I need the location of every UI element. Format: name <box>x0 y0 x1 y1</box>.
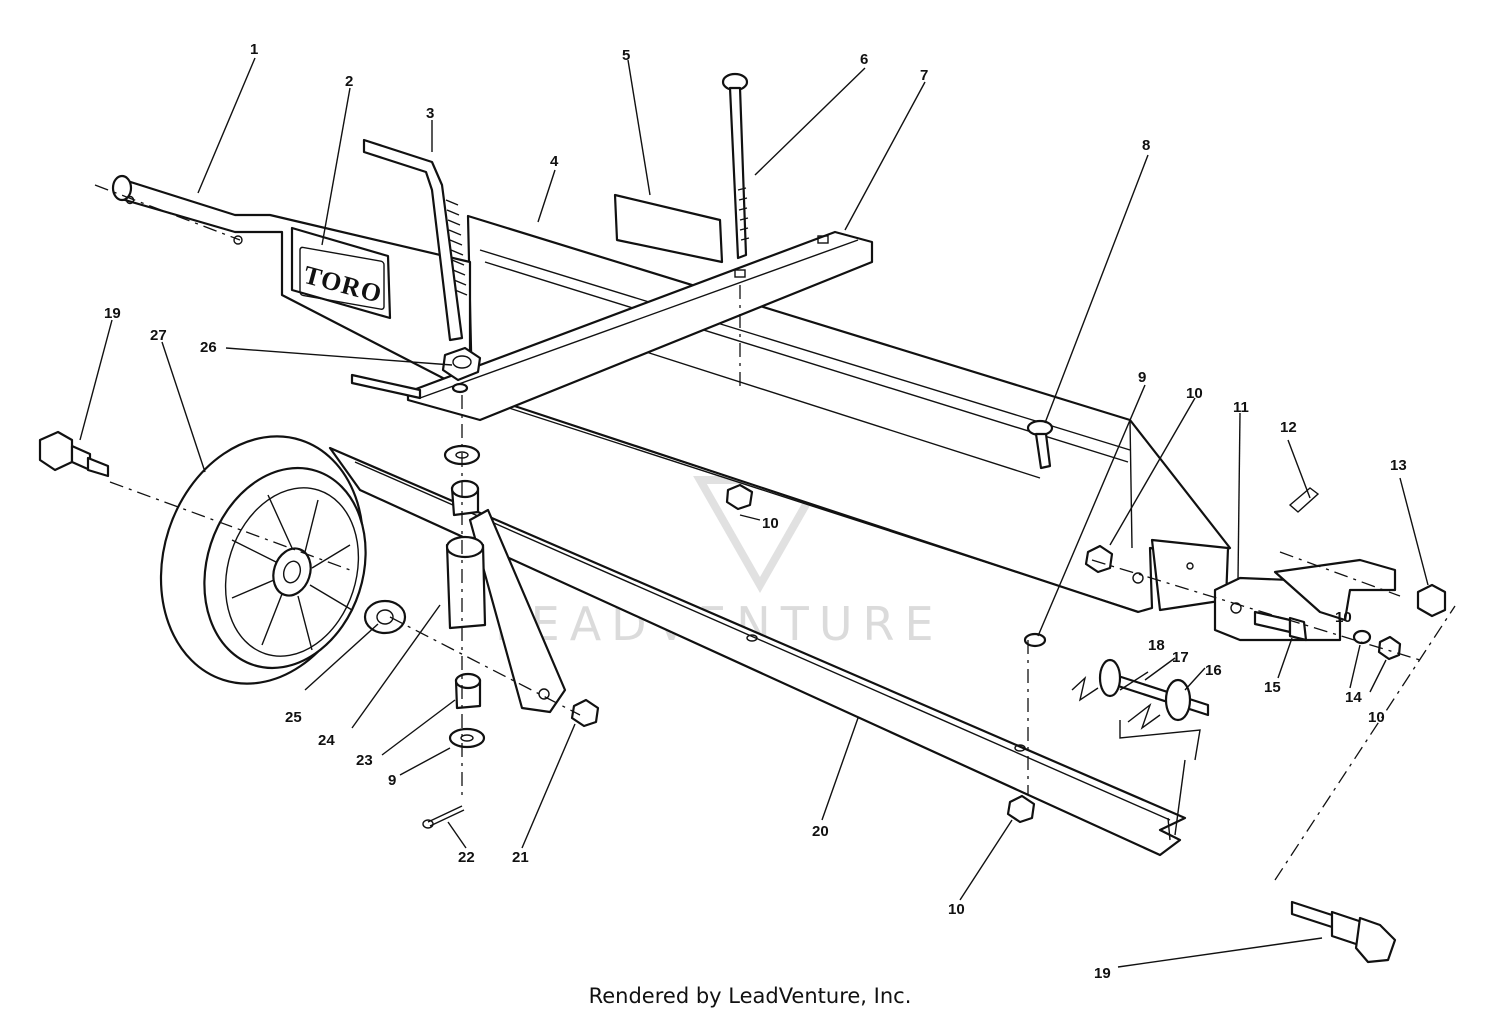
rod-and-springs <box>1098 658 1210 722</box>
leader-lines <box>79 57 1429 968</box>
stud-bolt <box>350 373 422 400</box>
callout: 7 <box>920 67 928 84</box>
wheel-bracket <box>468 508 567 714</box>
nut-10-bottom <box>1006 794 1036 824</box>
shield-plate <box>613 193 724 264</box>
washer-9-right <box>1023 632 1047 648</box>
pivot-bracket <box>1213 558 1397 642</box>
callout: 23 <box>356 752 373 769</box>
callout: 27 <box>150 327 167 344</box>
assembly-centerlines <box>94 184 1456 881</box>
frame-arm: TORO <box>111 174 472 394</box>
callout: 24 <box>318 732 335 749</box>
washer-25 <box>363 599 407 635</box>
callout: 26 <box>200 339 217 356</box>
callout: 13 <box>1390 457 1407 474</box>
callout: 17 <box>1172 649 1189 666</box>
washer-14 <box>1352 629 1372 645</box>
callout: 14 <box>1345 689 1362 706</box>
credit-line: Rendered by LeadVenture, Inc. <box>588 984 912 1008</box>
callout: 1 <box>250 41 258 58</box>
callout: 8 <box>1142 137 1150 154</box>
callout-labels: 1 2 3 4 5 6 7 8 9 10 10 11 12 13 19 27 2… <box>104 41 1407 982</box>
callout: 18 <box>1148 637 1165 654</box>
carriage-bolt-6 <box>721 72 750 260</box>
callout: 25 <box>285 709 302 726</box>
cotter-pin-22 <box>427 805 465 827</box>
nut-21 <box>570 698 600 728</box>
frame-deck <box>466 214 1232 614</box>
bushing-lower <box>448 672 486 749</box>
callout: 19 <box>104 305 121 322</box>
shoulder-bolt-right <box>1290 900 1397 964</box>
callout: 10 <box>1186 385 1203 402</box>
nut-26 <box>441 346 482 394</box>
callout: 9 <box>1138 369 1146 386</box>
callout: 10 <box>1368 709 1385 726</box>
callout: 22 <box>458 849 475 866</box>
callout: 3 <box>426 105 434 122</box>
callout: 15 <box>1264 679 1281 696</box>
callout: 10 <box>1335 609 1352 626</box>
callout: 5 <box>622 47 630 64</box>
nut-10-center <box>725 483 754 511</box>
callout: 10 <box>948 901 965 918</box>
nut-13 <box>1416 583 1447 618</box>
spacer-tube <box>445 535 487 630</box>
shoulder-bolt-left <box>38 430 110 478</box>
callout: 12 <box>1280 419 1297 436</box>
l-bolt <box>362 138 468 342</box>
cross-bar <box>406 230 874 422</box>
callout: 20 <box>812 823 829 840</box>
nut-10-upper <box>1084 544 1114 574</box>
nut-10-right <box>1377 635 1402 661</box>
callout: 2 <box>345 73 353 90</box>
callout: 6 <box>860 51 868 68</box>
cotter-pin-12 <box>1288 487 1320 513</box>
callout: 11 <box>1233 399 1249 416</box>
carriage-bolt-8 <box>1026 419 1054 470</box>
callout: 10 <box>762 515 779 532</box>
wheel <box>159 435 367 685</box>
callout: 4 <box>550 153 559 170</box>
callout: 19 <box>1094 965 1111 982</box>
callout: 16 <box>1205 662 1222 679</box>
callout: 9 <box>388 772 396 789</box>
callout: 21 <box>512 849 529 866</box>
